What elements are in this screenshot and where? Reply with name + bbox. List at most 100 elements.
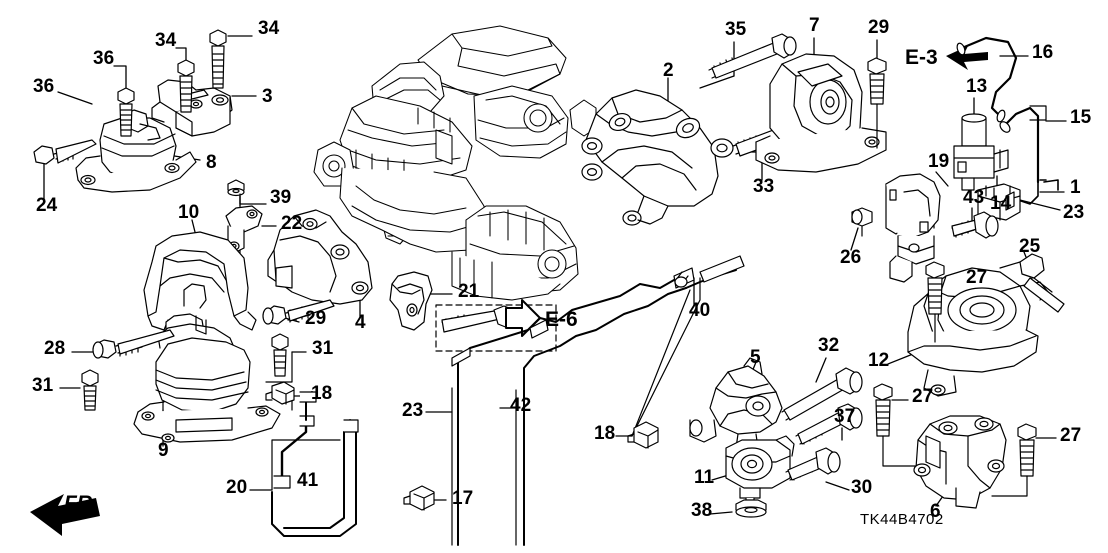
bolt-29-a	[262, 299, 335, 325]
callout-18-b: 18	[594, 423, 616, 444]
bolt-36-vertical	[117, 87, 135, 137]
bolt-27-b	[873, 383, 917, 467]
part-11-mount	[725, 435, 795, 513]
part-1-23-tube	[1011, 179, 1059, 205]
callout-32: 32	[818, 335, 840, 356]
diagram-code: TK44B4702	[860, 511, 944, 528]
callout-37: 37	[834, 406, 856, 427]
callout-42: 42	[510, 395, 532, 416]
callout-36-a: 36	[33, 76, 55, 97]
callout-33: 33	[753, 176, 775, 197]
part-15-hose-end	[999, 105, 1047, 133]
callout-3: 3	[262, 86, 273, 107]
bolt-29-b	[867, 57, 887, 149]
part-26-clip	[851, 207, 873, 237]
bolt-31-b	[271, 333, 289, 377]
clip-18-b	[627, 421, 659, 449]
callout-34-b: 34	[258, 18, 280, 39]
part-41-hose	[280, 418, 308, 480]
part-3-bracket	[151, 79, 233, 137]
nut-38	[735, 499, 767, 518]
part-4-bracket	[267, 209, 373, 305]
callout-22: 22	[281, 213, 303, 234]
bolt-30	[785, 447, 841, 481]
callout-18-a: 18	[311, 383, 333, 404]
callout-39: 39	[270, 187, 292, 208]
bolt-28	[92, 329, 175, 359]
callout-12: 12	[868, 350, 890, 371]
part-2-bracket	[581, 89, 734, 226]
bolt-37	[795, 403, 863, 445]
part-8-mount	[75, 109, 197, 193]
reference-e6: E-6	[545, 308, 578, 331]
callout-24: 24	[36, 195, 58, 216]
callout-15: 15	[1070, 107, 1092, 128]
part-42-tube-2	[523, 287, 687, 546]
part-5-bracket	[689, 357, 783, 455]
callout-2: 2	[663, 60, 674, 81]
callout-19: 19	[928, 151, 950, 172]
bolt-27-a	[925, 261, 945, 343]
callout-6: 6	[930, 501, 941, 522]
callout-1: 1	[1070, 177, 1081, 198]
callout-31-a: 31	[32, 375, 54, 396]
callout-40: 40	[689, 300, 711, 321]
part-19-bracket	[885, 173, 941, 283]
callout-5: 5	[750, 347, 761, 368]
callout-4: 4	[355, 312, 366, 333]
bolt-34-a	[177, 59, 195, 113]
clip-18-a	[265, 381, 295, 405]
callout-27-b: 27	[912, 386, 934, 407]
callout-11: 11	[694, 467, 715, 488]
nut-39	[227, 179, 245, 207]
callout-36-b: 36	[93, 48, 115, 69]
part-16-hose	[960, 36, 1018, 118]
callout-28: 28	[44, 338, 66, 359]
part-15-hose	[1002, 106, 1040, 184]
bolt-31-a	[81, 369, 99, 411]
callout-31-b: 31	[312, 338, 334, 359]
callout-29-a: 29	[305, 308, 327, 329]
callout-8: 8	[206, 152, 217, 173]
tube-ends	[451, 255, 745, 367]
callout-23-a: 23	[402, 400, 424, 421]
part-16-hose-inner	[956, 42, 1006, 123]
part-20-ends	[299, 391, 359, 433]
bolt-36-left	[33, 139, 97, 165]
callout-35: 35	[725, 19, 747, 40]
bolt-27-c	[991, 423, 1037, 497]
callout-43: 43	[963, 187, 985, 208]
callout-41: 41	[297, 470, 319, 491]
callout-20: 20	[226, 477, 248, 498]
bolt-34-b	[209, 29, 227, 89]
reference-e3: E-3	[905, 46, 938, 69]
callout-29-b: 29	[868, 17, 890, 38]
callout-26: 26	[840, 247, 862, 268]
bolt-35	[708, 33, 797, 79]
callout-9: 9	[158, 440, 169, 461]
bolt-43	[951, 211, 999, 239]
callout-38: 38	[691, 500, 713, 521]
e3-arrow	[946, 46, 988, 70]
callout-16: 16	[1032, 42, 1054, 63]
callout-25: 25	[1019, 236, 1041, 257]
part-6-bracket	[913, 415, 1007, 509]
callout-30: 30	[851, 477, 873, 498]
bolt-32	[781, 367, 863, 421]
callout-7: 7	[809, 15, 820, 36]
callout-17: 17	[452, 488, 474, 509]
engine-assembly	[313, 25, 597, 301]
part-20-tube	[271, 391, 357, 537]
part-13-solenoid	[953, 113, 1009, 191]
callout-14: 14	[990, 193, 1012, 214]
callout-23-b: 23	[1063, 202, 1085, 223]
part-9-mount	[133, 283, 281, 443]
clip-17	[403, 485, 435, 511]
fr-arrow	[30, 494, 100, 536]
callout-27-c: 27	[1060, 425, 1082, 446]
part-41-ends	[273, 415, 315, 489]
callout-10: 10	[178, 202, 200, 223]
callout-27-a: 27	[966, 267, 988, 288]
